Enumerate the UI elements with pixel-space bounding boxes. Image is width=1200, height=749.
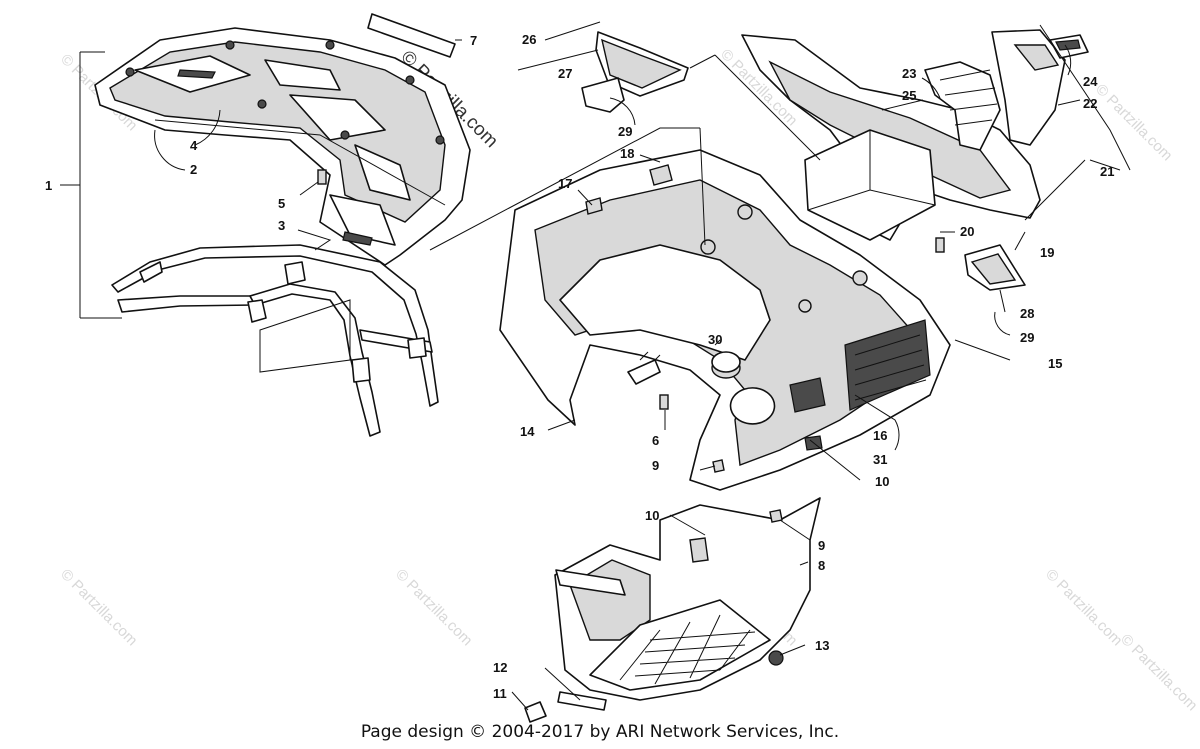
- footwell-8: [554, 497, 821, 701]
- callout-28: 28: [1020, 306, 1034, 321]
- callout-27: 27: [558, 66, 572, 81]
- watermark-8: © Partzilla.com: [1117, 631, 1200, 714]
- callout-25: 25: [902, 88, 916, 103]
- callout-8: 8: [818, 558, 825, 573]
- watermark-4: © Partzilla.com: [57, 566, 140, 649]
- callout-5: 5: [278, 196, 285, 211]
- callout-4: 4: [190, 138, 198, 153]
- fasteners: [524, 459, 784, 723]
- decal-strip-7: [367, 13, 456, 58]
- callout-10a: 10: [875, 474, 889, 489]
- callout-16: 16: [873, 428, 887, 443]
- reflector-assembly-26: [581, 31, 689, 113]
- callout-14: 14: [520, 424, 535, 439]
- rear-fender: [499, 149, 951, 491]
- callout-9b: 9: [818, 538, 825, 553]
- latch-6: [627, 351, 669, 410]
- callout-15: 15: [1048, 356, 1062, 371]
- callout-17: 17: [558, 176, 572, 191]
- bolt-5: [317, 169, 327, 185]
- callout-23: 23: [902, 66, 916, 81]
- callout-22: 22: [1083, 96, 1097, 111]
- callout-10b: 10: [645, 508, 659, 523]
- callout-26: 26: [522, 32, 536, 47]
- rack-frame-3: [111, 244, 439, 437]
- callout-12: 12: [493, 660, 507, 675]
- callout-30: 30: [708, 332, 722, 347]
- watermark-7: © Partzilla.com: [1042, 566, 1125, 649]
- callout-11: 11: [493, 686, 507, 701]
- callout-29b: 29: [1020, 330, 1034, 345]
- callouts: 1 2 3 4 5 6 7 8 9 9 10 10 11 12 13 14 15…: [45, 32, 1114, 701]
- watermark-5: © Partzilla.com: [392, 566, 475, 649]
- leader-lines: [60, 21, 1131, 711]
- callout-1: 1: [45, 178, 52, 193]
- callout-21: 21: [1100, 164, 1114, 179]
- copyright-footer: Page design © 2004-2017 by ARI Network S…: [360, 722, 840, 742]
- callout-6: 6: [652, 433, 659, 448]
- plug-30: [711, 351, 741, 379]
- callout-3: 3: [278, 218, 285, 233]
- callout-2: 2: [190, 162, 197, 177]
- callout-20: 20: [960, 224, 974, 239]
- callout-7: 7: [470, 33, 477, 48]
- callout-31: 31: [873, 452, 887, 467]
- callout-24: 24: [1083, 74, 1098, 89]
- bolt-20: [935, 237, 945, 253]
- callout-29a: 29: [618, 124, 632, 139]
- reflector-28: [964, 244, 1026, 291]
- callout-9a: 9: [652, 458, 659, 473]
- callout-18: 18: [620, 146, 634, 161]
- callout-13: 13: [815, 638, 829, 653]
- callout-19: 19: [1040, 245, 1054, 260]
- rear-rack: [94, 27, 471, 266]
